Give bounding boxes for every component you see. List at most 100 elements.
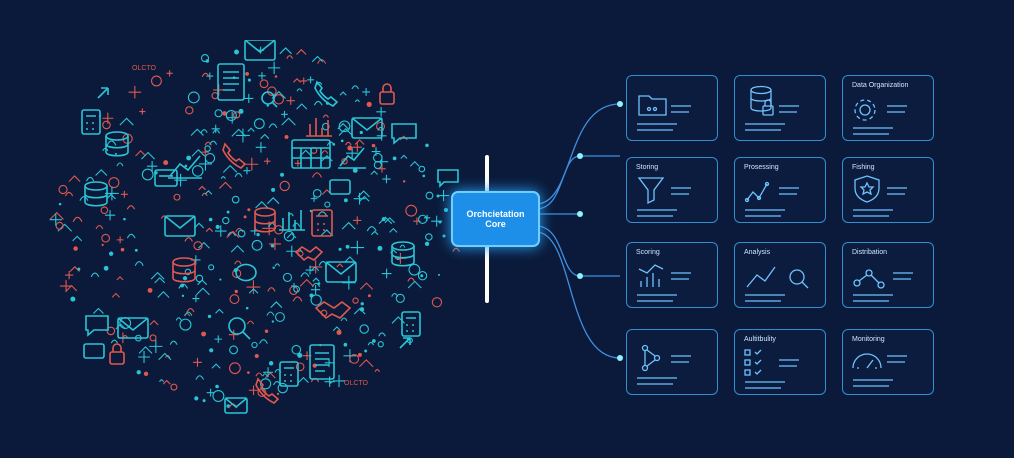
folder-icon [637, 95, 691, 131]
cloud-chevron [72, 235, 83, 242]
cloud-ring [229, 362, 241, 375]
card-5[interactable]: Prosessing [734, 157, 826, 223]
card-10[interactable] [626, 329, 718, 395]
envelope-icon [164, 215, 196, 237]
network-icon [853, 269, 913, 302]
cloud-cross [378, 165, 386, 173]
cloud-dot [205, 59, 210, 63]
cloud-arc [90, 272, 100, 278]
card-1[interactable] [626, 75, 718, 141]
cloud-ring [229, 294, 240, 305]
cloud-dot [347, 145, 353, 151]
cloud-ring [225, 109, 237, 122]
cloud-dot [70, 296, 76, 302]
search-icon [261, 91, 278, 108]
cloud-chevron [222, 164, 238, 173]
cloud-ring [208, 264, 215, 271]
cloud-chevron [231, 128, 247, 137]
envelope-icon [351, 117, 383, 139]
cloud-chevron [215, 308, 224, 314]
cloud-cross [214, 335, 223, 343]
orchestration-core-node[interactable]: Orchcietation Core [451, 191, 540, 247]
envelope-icon [224, 397, 248, 414]
card-label: Monitoring [852, 336, 885, 343]
cloud-cross [438, 189, 450, 202]
cloud-chevron [407, 280, 422, 289]
cloud-arc [255, 372, 263, 377]
cloud-dot [136, 370, 141, 375]
database-icon [254, 207, 276, 233]
cloud-cross [59, 279, 73, 293]
cloud-dot [367, 294, 371, 298]
cloud-dot [134, 248, 138, 252]
cloud-arc [407, 277, 416, 282]
cloud-dot [120, 247, 125, 252]
cloud-chevron [336, 263, 344, 268]
cloud-dot [271, 320, 275, 323]
cloud-chevron [93, 307, 104, 314]
cloud-chevron [255, 201, 269, 209]
cloud-ring [251, 239, 263, 251]
cloud-arc [234, 172, 243, 178]
cloud-cross [353, 216, 362, 225]
cloud-dot [234, 289, 238, 294]
cloud-label-top: OLCTO [132, 65, 157, 72]
cloud-cross [263, 367, 274, 378]
chat-icon [85, 315, 109, 337]
cloud-cross [310, 195, 318, 202]
link-row-2 [535, 155, 620, 210]
cloud-arc [234, 260, 242, 265]
cloud-ring [373, 161, 382, 170]
cloud-cross [268, 61, 281, 74]
card-6[interactable]: Fishing [842, 157, 934, 223]
cloud-cross [255, 142, 267, 153]
cloud-ring [185, 106, 194, 115]
cloud-chevron [158, 352, 172, 361]
card-7[interactable]: Scoring [626, 242, 718, 308]
bar-chart-icon [306, 118, 332, 137]
card-8[interactable]: Analysis [734, 242, 826, 308]
cloud-arc [262, 373, 268, 377]
card-3[interactable]: Data Organization [842, 75, 934, 141]
card-12[interactable]: Monitoring [842, 329, 934, 395]
cloud-cross [214, 225, 227, 237]
cloud-ring [408, 263, 421, 276]
link-row-5 [535, 231, 621, 359]
cloud-ring [101, 233, 111, 243]
cloud-arc [317, 211, 328, 217]
cloud-arc [64, 191, 74, 197]
cloud-dot [336, 329, 342, 335]
cloud-chevron [359, 195, 370, 202]
card-9[interactable]: Distribation [842, 242, 934, 308]
cloud-dot [359, 130, 363, 135]
cloud-dot [186, 155, 192, 161]
cloud-dot [114, 152, 117, 155]
cloud-ring [321, 122, 330, 131]
cloud-chevron [354, 139, 365, 145]
cloud-dot [256, 233, 260, 237]
cloud-chevron [197, 241, 210, 249]
cloud-cross [166, 70, 173, 77]
cloud-ring [231, 195, 240, 204]
cloud-chevron [299, 278, 314, 287]
card-2[interactable] [734, 75, 826, 141]
cloud-chevron [116, 276, 124, 281]
card-4[interactable]: Storing [626, 157, 718, 223]
cloud-arc [321, 150, 329, 154]
cloud-chevron [312, 277, 320, 282]
cloud-cross [139, 108, 146, 115]
branch-icon [637, 344, 691, 385]
cloud-dot [332, 142, 336, 146]
cloud-chevron [218, 181, 232, 189]
cloud-cross [305, 265, 315, 275]
cloud-arc [300, 272, 310, 278]
cloud-chevron [198, 185, 206, 191]
arrow-icon [399, 337, 411, 349]
cloud-arc [184, 311, 193, 316]
cloud-ring [173, 193, 181, 201]
cloud-cross [236, 128, 250, 143]
cloud-chevron [293, 78, 301, 83]
card-11[interactable]: Aultitbulity [734, 329, 826, 395]
cloud-ring [291, 344, 302, 355]
cloud-dot [437, 273, 441, 276]
